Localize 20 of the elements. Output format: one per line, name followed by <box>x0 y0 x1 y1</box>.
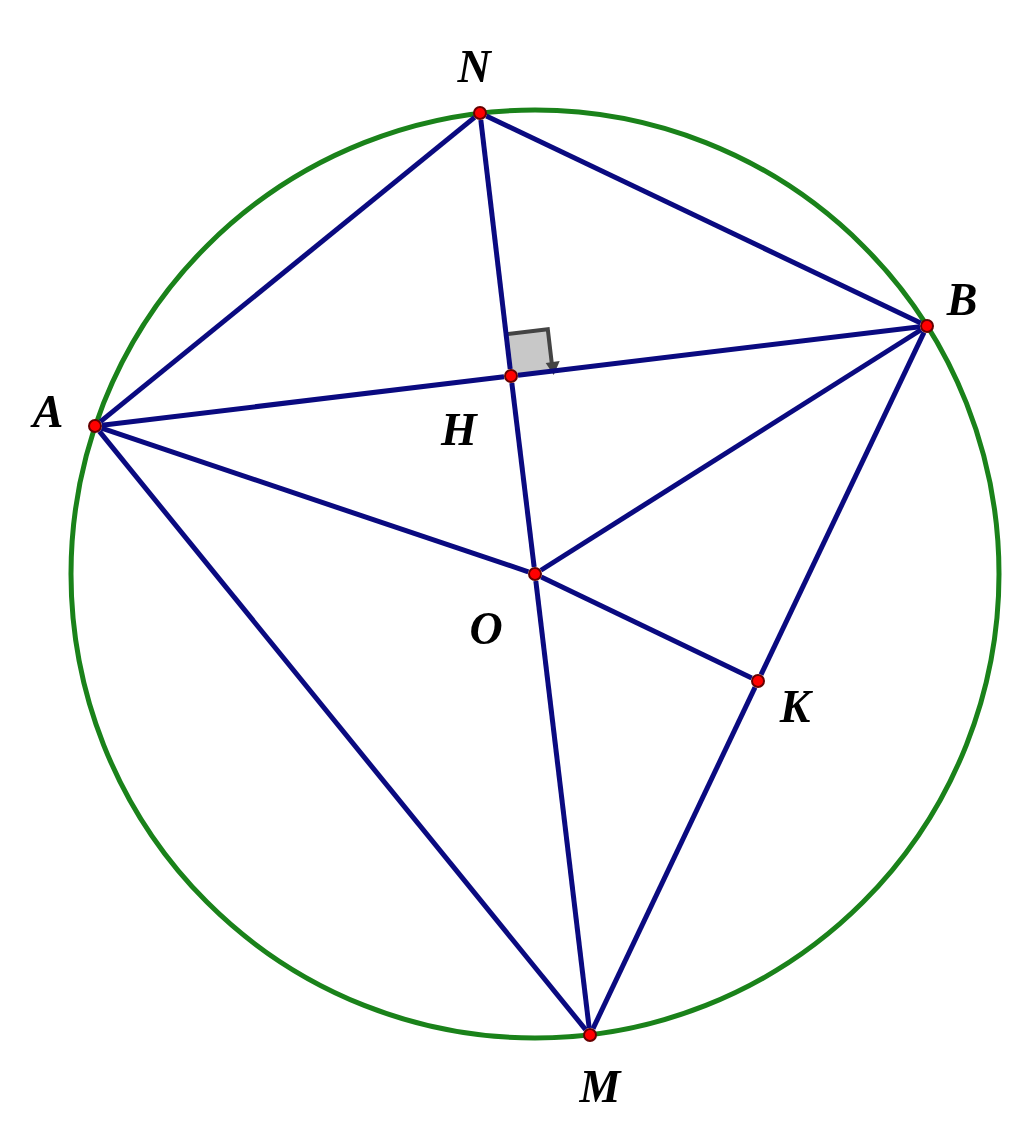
line-segment <box>478 119 513 370</box>
line-segment <box>540 574 753 681</box>
point-label: B <box>946 277 978 323</box>
line-segment <box>97 429 588 1032</box>
point-label: O <box>469 606 503 652</box>
line-segment <box>101 374 505 428</box>
point-label: K <box>779 684 811 730</box>
line-segment <box>517 324 921 378</box>
line-segment <box>509 382 537 568</box>
line-segment <box>539 327 923 573</box>
line-segment <box>100 425 530 575</box>
point-label: N <box>457 44 491 90</box>
line-segment <box>98 115 477 424</box>
line-segment <box>485 113 922 326</box>
line-segment <box>590 686 758 1030</box>
line-segment <box>758 331 927 676</box>
point-label: M <box>579 1064 621 1110</box>
point-label: H <box>441 407 477 453</box>
point-label: A <box>32 389 64 435</box>
line-segment <box>533 580 592 1029</box>
